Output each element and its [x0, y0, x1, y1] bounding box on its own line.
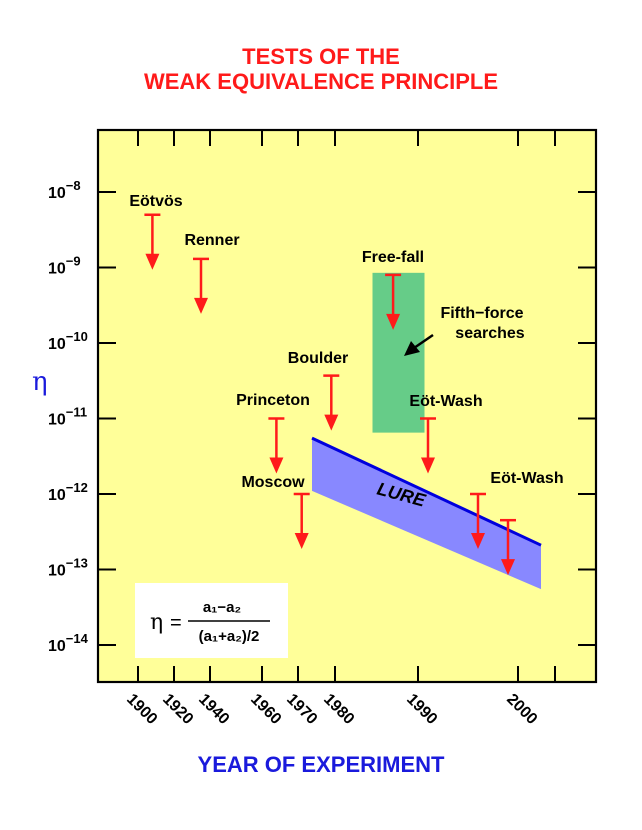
experiment-label: Eöt-Wash	[409, 393, 482, 410]
y-axis-label: η	[32, 367, 48, 397]
y-tick-label: 10−10	[48, 329, 88, 353]
x-tick-label: 1970	[283, 691, 320, 728]
x-tick-label: 1990	[403, 691, 440, 728]
y-tick-label: 10−9	[48, 254, 81, 278]
y-tick-label: 10−8	[48, 178, 81, 202]
ticks	[98, 130, 596, 682]
x-tick-label: 1980	[320, 691, 357, 728]
upper-limit-arrows	[144, 213, 516, 576]
x-tick-label: 2000	[503, 691, 540, 728]
limit-arrowhead	[269, 457, 284, 474]
limit-arrowhead	[294, 533, 309, 549]
fifth-force-label-line1: Fifth−force	[440, 305, 523, 322]
limit-arrowhead	[471, 533, 485, 549]
fifth-force-pointer-head	[404, 341, 420, 356]
lure-band	[312, 438, 541, 590]
y-tick-label: 10−12	[48, 480, 88, 504]
y-tick-labels: 10−8 10−9 10−10 10−11 10−12 10−13 10−14	[48, 178, 89, 655]
experiment-label: Princeton	[236, 392, 310, 409]
experiment-label: Eöt-Wash	[490, 470, 563, 487]
fifth-force-pointer-line	[413, 333, 434, 350]
formula-numerator: a₁−a₂	[203, 599, 241, 616]
x-tick-label: 1920	[159, 691, 196, 728]
formula-equals: =	[170, 612, 182, 634]
experiment-label: Free-fall	[362, 249, 424, 266]
fifth-force-label-line2: searches	[455, 325, 524, 342]
y-tick-label: 10−14	[48, 631, 89, 655]
limit-arrowhead	[386, 313, 401, 330]
limit-arrowhead	[421, 457, 435, 474]
limit-arrowhead	[501, 559, 515, 576]
experiment-label: Moscow	[241, 474, 305, 491]
x-tick-label: 1940	[195, 691, 232, 728]
limit-arrowhead	[194, 297, 208, 314]
x-axis-label: YEAR OF EXPERIMENT	[197, 752, 445, 777]
chart-title-line-2: WEAK EQUIVALENCE PRINCIPLE	[143, 69, 499, 94]
formula-eta: η	[150, 610, 163, 635]
chart-title-line-1: TESTS OF THE	[242, 44, 400, 69]
y-tick-label: 10−11	[48, 405, 87, 429]
lure-upper-edge	[311, 436, 542, 547]
formula-denominator: (a₁+a₂)/2	[199, 628, 260, 645]
x-tick-label: 1900	[123, 691, 160, 728]
formula-box: η = a₁−a₂ (a₁+a₂)/2	[135, 583, 288, 658]
experiment-label: Boulder	[288, 350, 348, 367]
x-tick-label: 1960	[247, 691, 284, 728]
limit-arrowhead	[145, 253, 160, 270]
limit-arrowhead	[324, 414, 339, 431]
y-tick-label: 10−13	[48, 556, 88, 580]
point-labels: Fifth−force searches EötvösRennerPrinceton…	[129, 193, 563, 491]
experiment-label: Eötvös	[129, 193, 182, 210]
experiment-label: Renner	[184, 232, 239, 249]
